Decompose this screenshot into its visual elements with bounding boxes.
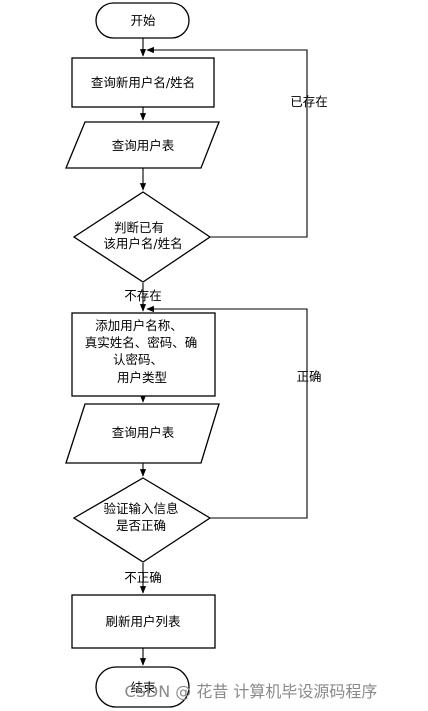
decision-valid-line-1: 验证输入信息 <box>104 501 179 516</box>
start-terminator <box>95 2 190 39</box>
refresh-label: 刷新用户列表 <box>105 614 181 629</box>
edge-label-not-exists: 不存在 <box>124 288 162 303</box>
query-table-1-label: 查询用户表 <box>112 138 175 153</box>
end-terminator <box>95 666 190 708</box>
add-user-line-3: 认密码、 <box>113 352 163 367</box>
edge-exists-loop <box>146 46 308 238</box>
add-user-line-1: 添加用户名称、 <box>95 318 183 333</box>
edge-correct-loop <box>146 305 308 519</box>
add-user-process <box>71 312 216 397</box>
watermark-text: CSDN @ 花昔 计算机毕设源码程序 <box>125 682 378 701</box>
end-label: 结束 <box>130 680 156 695</box>
query-name-process <box>71 57 215 108</box>
add-user-label: 添加用户名称、 真实姓名、密码、确 认密码、 用户类型 <box>85 318 202 385</box>
decision-exists-line-2: 该用户名/姓名 <box>103 236 182 251</box>
decision-exists-diamond <box>72 191 212 283</box>
start-label: 开始 <box>130 13 156 28</box>
refresh-process <box>71 594 216 649</box>
edge-label-exists: 已存在 <box>290 94 328 109</box>
decision-valid-line-2: 是否正确 <box>116 518 166 533</box>
query-table-2-io <box>65 403 220 464</box>
edge-label-incorrect: 不正确 <box>124 570 162 585</box>
decision-valid-diamond <box>72 477 212 563</box>
edge-label-correct: 正确 <box>296 369 321 384</box>
decision-exists-line-1: 判断已有 <box>114 220 164 235</box>
decision-exists-label: 判断已有 该用户名/姓名 <box>103 220 182 251</box>
add-user-line-2: 真实姓名、密码、确 <box>85 335 198 350</box>
add-user-line-4: 用户类型 <box>117 370 167 385</box>
decision-valid-label: 验证输入信息 是否正确 <box>104 501 183 533</box>
query-table-1-io <box>65 121 220 169</box>
query-name-label: 查询新用户名/姓名 <box>91 75 195 90</box>
query-table-2-label: 查询用户表 <box>112 425 175 440</box>
